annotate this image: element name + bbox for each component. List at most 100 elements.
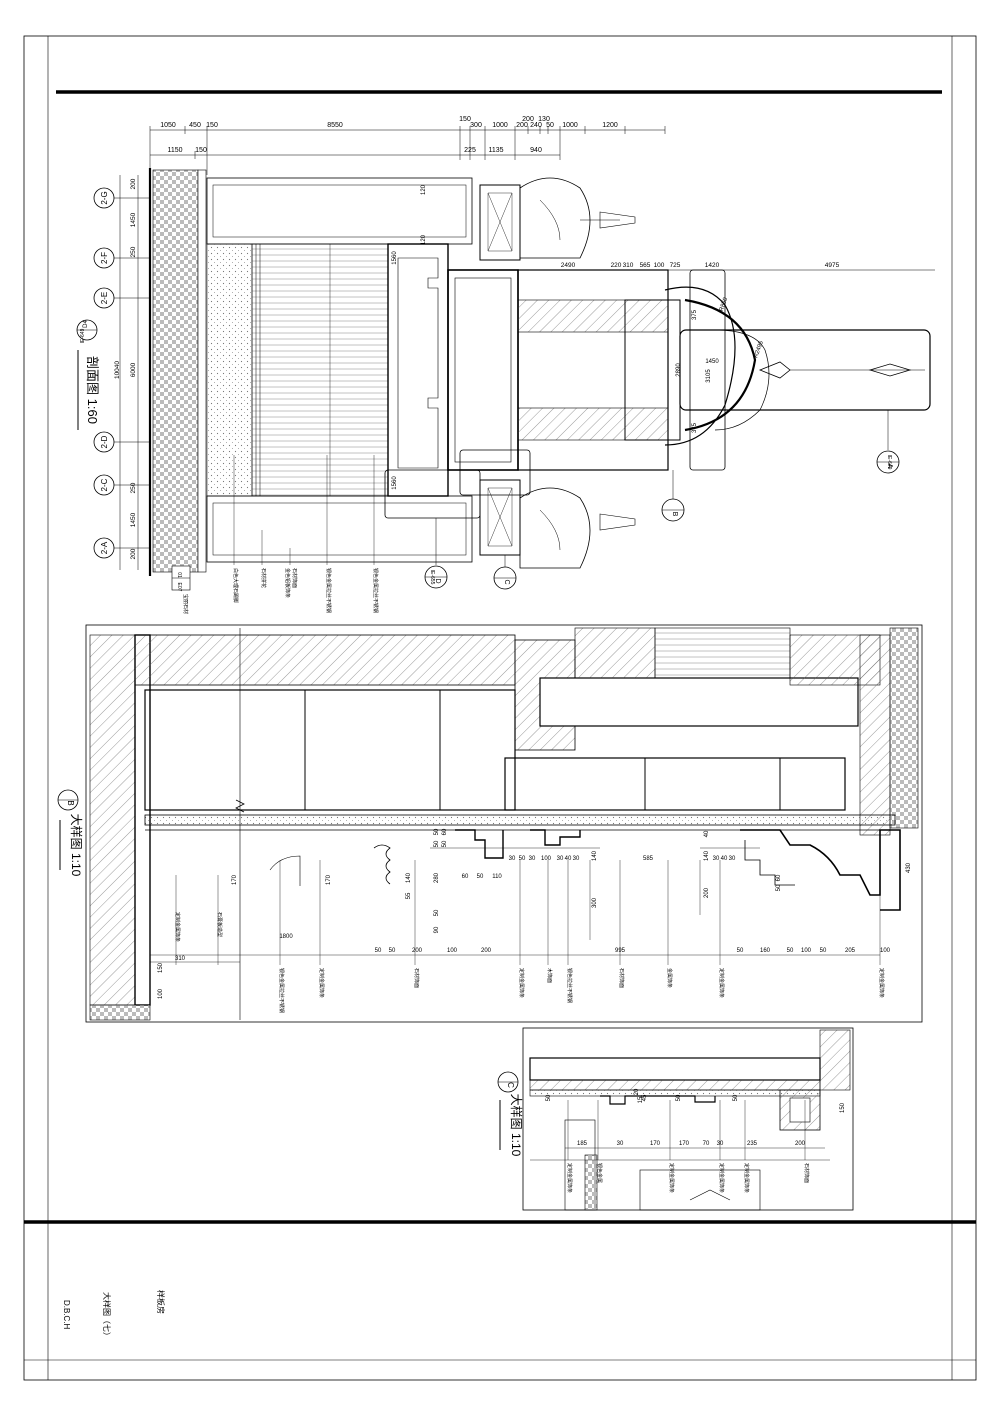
note-text: 银色金属拉丝不锈钢 bbox=[278, 968, 285, 1013]
dim-text: 30 bbox=[529, 856, 536, 862]
dim-text: 375 bbox=[692, 422, 698, 433]
dim-text: 1450 bbox=[130, 512, 137, 527]
dim-text: 430 bbox=[906, 862, 912, 873]
detail-title: 大样图 1:10 bbox=[69, 814, 84, 877]
note-text: 石材饰面 bbox=[618, 968, 625, 988]
dim-text: 200 bbox=[516, 122, 528, 129]
dim-text: 50 bbox=[733, 1094, 739, 1101]
callout-C: C bbox=[493, 555, 517, 590]
dim-text: 310 bbox=[623, 262, 634, 269]
axis-markers: 2-G 2-F 2-E 2-D 2-C 2-A bbox=[93, 187, 150, 559]
dim-text: 30 bbox=[713, 856, 720, 862]
dim-text: 200 bbox=[130, 548, 137, 559]
dim-text: 60 bbox=[776, 874, 782, 881]
detail-C-notes: 定制金属饰条 银色金属 定制金属饰条 定制金属饰条 定制金属饰条 石材饰面 bbox=[566, 1100, 810, 1193]
dim-text: 300 bbox=[470, 122, 482, 129]
note-text: 银色金属拉丝不锈钢 bbox=[372, 568, 379, 613]
detail-letter: C bbox=[506, 1082, 515, 1088]
svg-text:C: C bbox=[503, 579, 510, 584]
dim-text: 225 bbox=[464, 147, 476, 154]
dim-text: 100 bbox=[541, 856, 552, 862]
title-block: 样板房 大样图（七） D.B.C.H bbox=[62, 1290, 166, 1340]
radius-label: R850 bbox=[719, 296, 730, 312]
dim-text: 30 bbox=[509, 856, 516, 862]
callout-B: B bbox=[661, 470, 685, 522]
radius-label: R2495 bbox=[753, 340, 765, 359]
dim-text: 100 bbox=[801, 948, 812, 954]
dim-text: 585 bbox=[643, 856, 654, 862]
dim-text: 50 bbox=[519, 856, 526, 862]
dim-text: 120 bbox=[421, 184, 427, 195]
axis-2D: 2-D bbox=[93, 431, 115, 453]
note-text: 石膏板造型 bbox=[216, 912, 223, 937]
svg-text:IE-649: IE-649 bbox=[886, 455, 892, 470]
dim-text: 50 bbox=[434, 840, 440, 847]
dim-text: 450 bbox=[189, 122, 201, 129]
dim-text: 6000 bbox=[130, 362, 137, 377]
dim-text: 1200 bbox=[602, 122, 618, 129]
project-name: 样板房 bbox=[156, 1290, 166, 1314]
dim-text: 10040 bbox=[114, 361, 121, 379]
dim-text: 20 bbox=[634, 1088, 640, 1095]
dim-text: 4975 bbox=[825, 262, 840, 269]
section-ref-top: D4 bbox=[83, 320, 89, 328]
dim-text: 1150 bbox=[167, 147, 182, 154]
detail-title: 大样图 1:10 bbox=[509, 1094, 524, 1157]
dim-text: 280 bbox=[434, 872, 440, 883]
note-text: 定制金属饰条 bbox=[743, 1163, 750, 1193]
top-dimension-lines bbox=[149, 126, 666, 175]
dim-text: 50 bbox=[434, 828, 440, 835]
dim-text: 60 bbox=[442, 828, 448, 835]
detail-letter: B bbox=[66, 800, 75, 805]
dim-text: 3105 bbox=[706, 369, 712, 383]
dim-text: 50 bbox=[737, 948, 744, 954]
dim-text: 200 bbox=[481, 948, 492, 954]
note-text: 金色铝板饰条 bbox=[284, 568, 291, 598]
dim-text: 50 bbox=[389, 948, 396, 954]
section-notes: 白色大理石踢脚 石材拼花 金色铝板饰条 石材饰面 银色金属拉丝不锈钢 银色金属拉… bbox=[182, 455, 379, 614]
note-text: 银色金属 bbox=[596, 1163, 603, 1183]
dim-text: 200 bbox=[412, 948, 423, 954]
section-1-60: 1050 450 150 8550 150 300 1000 200 200 2… bbox=[76, 116, 935, 614]
detail-B-notes: 定制金属饰条 石膏板造型 银色金属拉丝不锈钢 定制金属饰条 石材饰面 定制金属饰… bbox=[174, 860, 885, 1013]
dim-text: 60 bbox=[462, 874, 469, 880]
dim-text: 50 bbox=[820, 948, 827, 954]
dim-text: 8550 bbox=[327, 122, 343, 129]
dim-text: 220 bbox=[611, 262, 622, 269]
dim-text: 50 bbox=[776, 884, 782, 891]
dim-text: 170 bbox=[326, 874, 332, 885]
dim-text: 140 bbox=[406, 872, 412, 883]
svg-text:2-E: 2-E bbox=[100, 292, 109, 304]
callout-D: D IE-655 bbox=[424, 518, 448, 589]
note-text: 石材饰面 bbox=[413, 968, 420, 988]
dim-text: 120 bbox=[421, 234, 427, 245]
dim-text: 30 bbox=[717, 1141, 724, 1147]
drawing-name: 大样图（七） bbox=[102, 1292, 112, 1340]
dim-text: 1000 bbox=[562, 122, 578, 129]
dim-text: 55 bbox=[406, 892, 412, 899]
dim-text: 1560 bbox=[392, 476, 398, 490]
dim-text: 240 bbox=[530, 122, 542, 129]
dim-text: 70 bbox=[703, 1141, 710, 1147]
dim-text: 30 bbox=[729, 856, 736, 862]
dim-text: 185 bbox=[577, 1141, 588, 1147]
detail-B: B 大样图 1:10 50 50 50 60 30 50 30 100 30 4… bbox=[57, 624, 923, 1023]
dim-text: 170 bbox=[232, 874, 238, 885]
drawing-code: D.B.C.H bbox=[62, 1300, 71, 1330]
note-text: 金属饰条 bbox=[666, 968, 673, 988]
section-body bbox=[148, 168, 931, 576]
dim-text: 15 bbox=[638, 1096, 644, 1103]
dim-text: 250 bbox=[130, 246, 137, 257]
note-text: 定制金属饰条 bbox=[718, 968, 725, 998]
note-text: 定制金属饰条 bbox=[718, 1163, 725, 1193]
dim-text: 565 bbox=[640, 262, 651, 269]
dim-text: 150 bbox=[158, 962, 164, 973]
dim-text: 50 bbox=[434, 909, 440, 916]
dim-text: 160 bbox=[760, 948, 771, 954]
dim-text: 310 bbox=[175, 956, 186, 962]
dim-text: 150 bbox=[206, 122, 218, 129]
svg-text:A: A bbox=[886, 464, 893, 469]
dim-text: 30 bbox=[617, 1141, 624, 1147]
dim-text: 1450 bbox=[705, 359, 719, 365]
svg-text:E07: E07 bbox=[176, 583, 182, 592]
